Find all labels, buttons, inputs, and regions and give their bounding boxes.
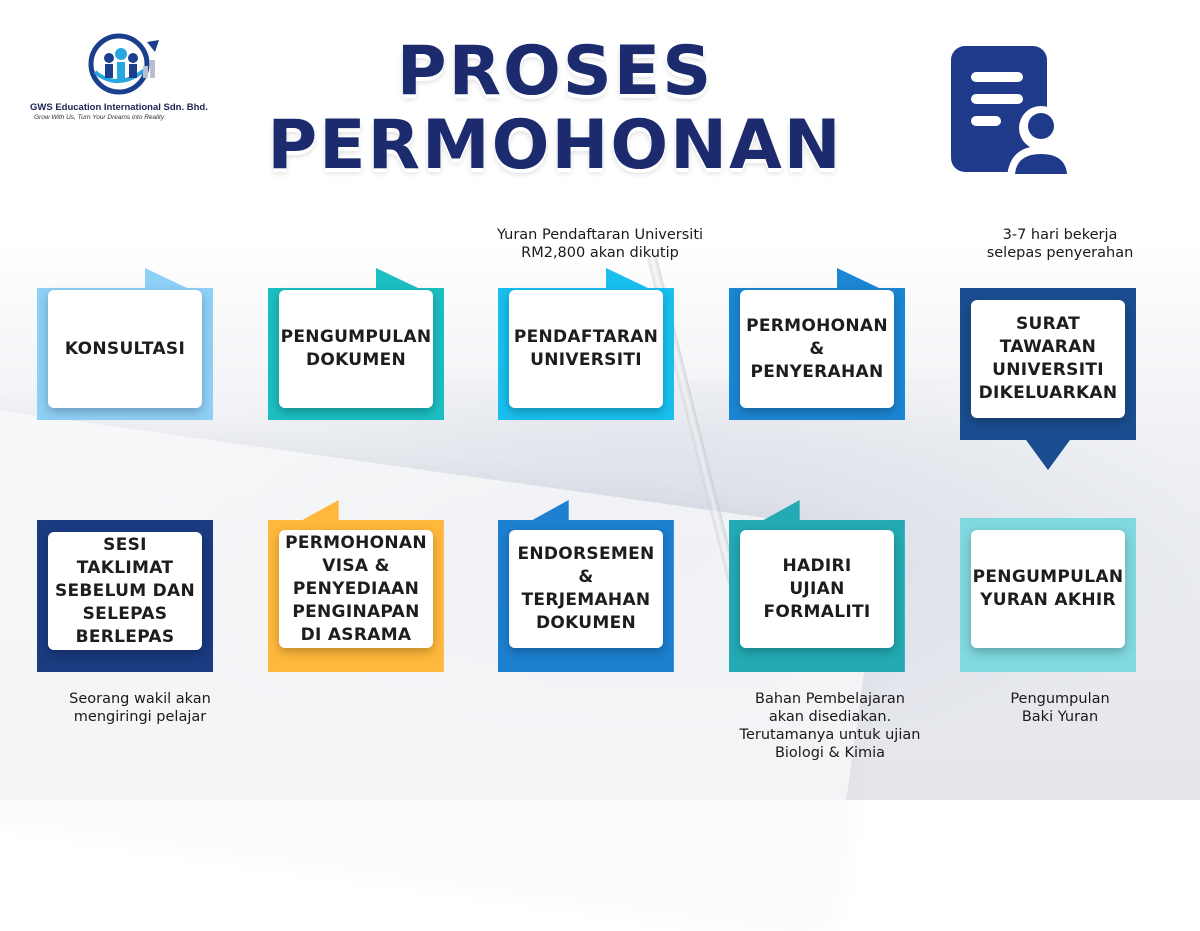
note-sesi: Seorang wakil akan mengiringi pelajar xyxy=(69,691,211,725)
page-title-line-1: PROSES xyxy=(396,32,714,111)
step-label: PERMOHONAN & PENYERAHAN xyxy=(746,315,888,382)
note-hadiri: Bahan Pembelajaran akan disediakan. Teru… xyxy=(739,691,921,761)
step-konsultasi: KONSULTASI xyxy=(37,268,213,420)
step-endorsemen: ENDORSEMEN & TERJEMAHAN DOKUMEN xyxy=(498,500,674,672)
step-label: SURAT TAWARAN UNIVERSITI DIKELUARKAN xyxy=(978,314,1118,403)
step-hadiri-ujian: HADIRI UJIAN FORMALITI xyxy=(729,500,905,672)
step-sesi-taklimat: SESI TAKLIMAT SEBELUM DAN SELEPAS BERLEP… xyxy=(37,520,213,672)
note-pendaftaran: Yuran Pendaftaran Universiti RM2,800 aka… xyxy=(496,227,704,261)
document-user-icon xyxy=(945,42,1075,182)
step-label: KONSULTASI xyxy=(64,338,186,359)
note-yuran: Pengumpulan Baki Yuran xyxy=(1010,691,1110,725)
step-pengumpulan-dokumen: PENGUMPULAN DOKUMEN xyxy=(268,268,444,420)
step-permohonan-visa: PERMOHONAN VISA & PENYEDIAAN PENGINAPAN … xyxy=(268,500,444,672)
step-label: HADIRI UJIAN FORMALITI xyxy=(763,555,871,622)
company-name: GWS Education International Sdn. Bhd. xyxy=(30,102,208,113)
step-pengumpulan-yuran: PENGUMPULAN YURAN AKHIR xyxy=(960,518,1136,672)
company-logo: GWS Education International Sdn. Bhd. Gr… xyxy=(30,32,230,121)
step-pendaftaran-universiti: PENDAFTARAN UNIVERSITI xyxy=(498,268,674,420)
globe-people-icon xyxy=(85,32,165,96)
step-surat-tawaran: SURAT TAWARAN UNIVERSITI DIKELUARKAN xyxy=(960,288,1136,470)
step-label: PERMOHONAN VISA & PENYEDIAAN PENGINAPAN … xyxy=(285,532,427,645)
step-label: SESI TAKLIMAT SEBELUM DAN SELEPAS BERLEP… xyxy=(54,534,196,647)
step-label: ENDORSEMEN & TERJEMAHAN DOKUMEN xyxy=(517,544,655,633)
step-permohonan-penyerahan: PERMOHONAN & PENYERAHAN xyxy=(729,268,905,420)
note-surat: 3-7 hari bekerja selepas penyerahan xyxy=(986,227,1134,261)
company-tagline: Grow With Us, Turn Your Dreams into Real… xyxy=(34,114,165,121)
step-label: PENGUMPULAN DOKUMEN xyxy=(280,327,432,370)
step-label: PENGUMPULAN YURAN AKHIR xyxy=(972,567,1124,610)
step-label: PENDAFTARAN UNIVERSITI xyxy=(513,327,659,370)
page-title-line-2: PERMOHONAN xyxy=(267,106,843,185)
